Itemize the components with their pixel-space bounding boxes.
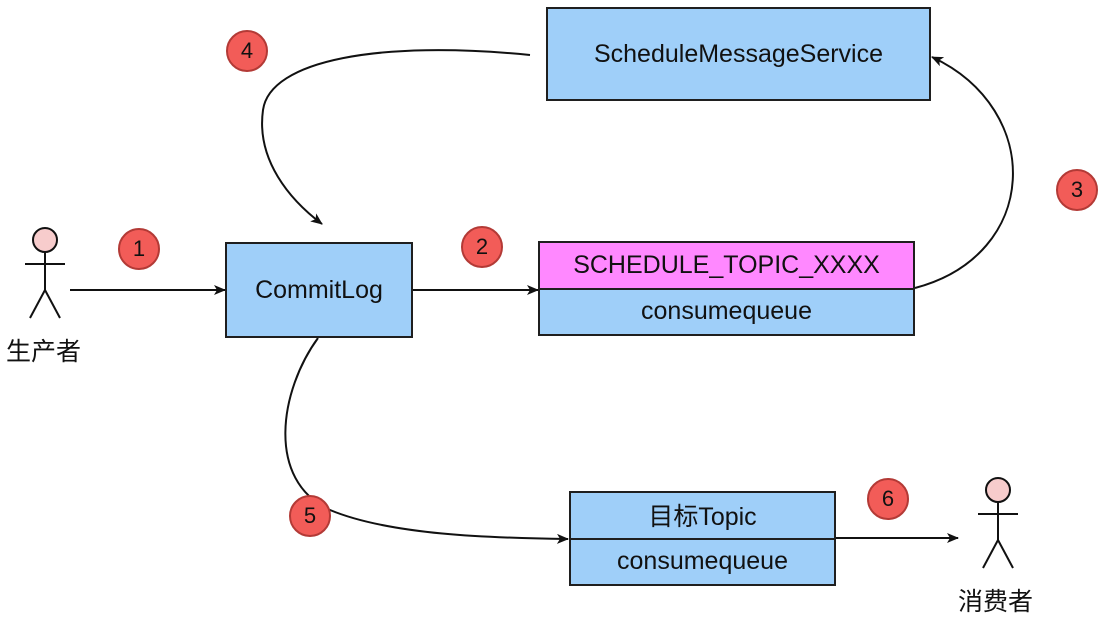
step-badge-5: 5 (289, 495, 331, 537)
arrow-service-to-commitlog (261, 49, 531, 225)
arrow-schedule-topic-to-service (914, 56, 1014, 289)
producer-label: 生产者 (6, 337, 82, 366)
target-topic-box: 目标Topic consumequeue (569, 491, 836, 586)
target-topic-consumequeue: consumequeue (571, 537, 834, 585)
target-topic-title: 目标Topic (648, 503, 757, 532)
consumer-actor-icon (978, 477, 1018, 569)
schedule-topic-title: SCHEDULE_TOPIC_XXXX (540, 243, 913, 288)
schedule-topic-consumequeue: consumequeue (540, 287, 913, 335)
step-badge-4: 4 (226, 30, 268, 72)
schedule-topic-box: SCHEDULE_TOPIC_XXXX consumequeue (538, 241, 915, 336)
step-badge-2: 2 (461, 226, 503, 268)
step-badge-1: 1 (118, 228, 160, 270)
producer-actor-icon (25, 227, 65, 319)
consumer-label: 消费者 (958, 587, 1034, 616)
step-badge-6: 6 (867, 478, 909, 520)
step-badge-3: 3 (1056, 169, 1098, 211)
schedule-message-service-box: ScheduleMessageService (546, 7, 931, 101)
commitlog-label: CommitLog (255, 275, 383, 304)
commitlog-box: CommitLog (225, 242, 413, 338)
schedule-message-service-label: ScheduleMessageService (593, 39, 884, 68)
